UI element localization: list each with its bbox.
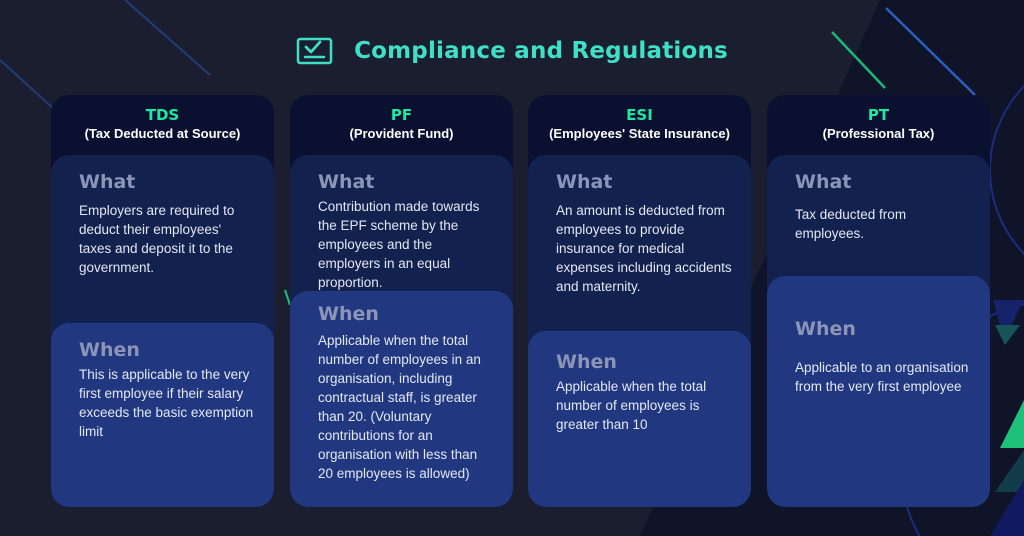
when-section: When Applicable to an organisation from …: [767, 276, 990, 507]
column-full-name: (Employees' State Insurance): [549, 126, 730, 141]
when-section: When Applicable when the total number of…: [290, 291, 513, 507]
when-label: When: [795, 318, 856, 340]
column-header: PF (Provident Fund): [290, 105, 513, 142]
column-abbreviation: PT: [867, 106, 890, 124]
when-text: Applicable when the total number of empl…: [556, 379, 707, 432]
when-text: This is applicable to the very first emp…: [79, 367, 254, 439]
what-label: What: [79, 171, 136, 193]
column-tds: TDS (Tax Deducted at Source) What Employ…: [51, 95, 274, 507]
column-pf: PF (Provident Fund) What Contribution ma…: [290, 95, 513, 507]
when-label: When: [556, 351, 617, 373]
column-full-name: (Tax Deducted at Source): [84, 126, 241, 141]
when-label: When: [318, 303, 379, 325]
what-label: What: [318, 171, 375, 193]
column-full-name: (Provident Fund): [349, 126, 454, 141]
column-header: TDS (Tax Deducted at Source): [51, 105, 274, 142]
column-abbreviation: TDS: [145, 106, 180, 124]
when-text: Applicable when the total number of empl…: [318, 333, 481, 481]
checklist-icon: [296, 37, 333, 65]
column-pt: PT (Professional Tax) What Tax deducted …: [767, 95, 990, 507]
page-header: Compliance and Regulations: [0, 36, 1024, 66]
column-full-name: (Professional Tax): [822, 126, 935, 141]
column-esi: ESI (Employees' State Insurance) What An…: [528, 95, 751, 507]
column-abbreviation: ESI: [626, 106, 653, 124]
when-text: Applicable to an organisation from the v…: [795, 360, 969, 394]
what-text: Contribution made towards the EPF scheme…: [318, 199, 480, 290]
when-label: When: [79, 339, 140, 361]
column-abbreviation: PF: [390, 106, 413, 124]
what-text: An amount is deducted from employees to …: [556, 203, 732, 294]
what-label: What: [795, 171, 852, 193]
column-header: PT (Professional Tax): [767, 105, 990, 142]
what-text: Tax deducted from employees.: [795, 207, 907, 241]
column-header: ESI (Employees' State Insurance): [528, 105, 751, 142]
when-section: When Applicable when the total number of…: [528, 331, 751, 507]
what-text: Employers are required to deduct their e…: [79, 203, 235, 275]
page-title: Compliance and Regulations: [354, 38, 728, 64]
when-section: When This is applicable to the very firs…: [51, 323, 274, 507]
what-label: What: [556, 171, 613, 193]
